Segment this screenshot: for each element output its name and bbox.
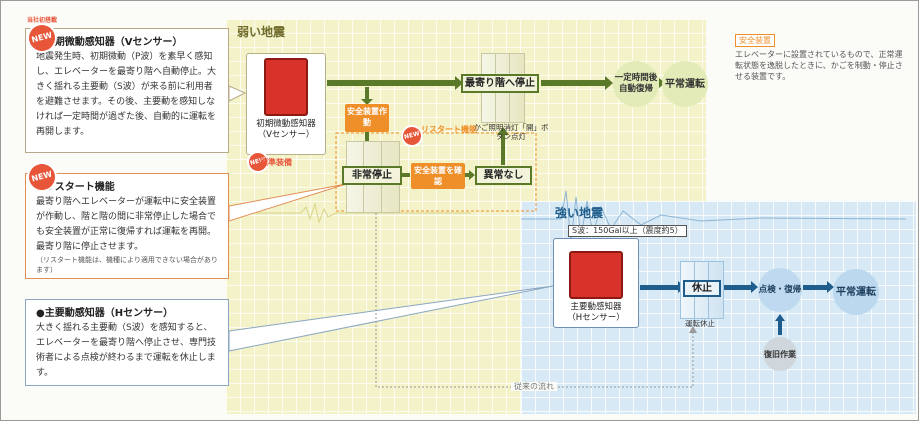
strong-quake-label: 強い地震: [555, 206, 604, 220]
v-sensor-name: 初期微動感知器: [256, 119, 316, 129]
h-sensor-callout: ●主要動感知器（Hセンサー） 大きく揺れる主要動（S波）を感知すると、エレベータ…: [25, 299, 229, 386]
restore-work-circle: 復旧作業: [763, 337, 797, 371]
first-install-tag: 当社初搭載: [27, 17, 58, 24]
car-light-caption: かご照明消灯「開」ボタン点灯: [473, 123, 549, 141]
emergency-stop-box: 非常停止: [342, 166, 402, 185]
standard-equipment-label: 標準装備: [260, 158, 292, 167]
v-sensor-callout: ●初期微動感知器（Vセンサー） 地震発生時、初期微動（P波）を素早く感知し、エレ…: [25, 28, 229, 153]
strong-seismic-wave: [521, 190, 907, 242]
h-sensor-card: 主要動感知器 （Hセンサー）: [553, 238, 639, 328]
v-sensor-card: 初期微動感知器 （Vセンサー）: [246, 53, 326, 155]
weak-quake-label: 弱い地震: [237, 25, 286, 39]
normal-operation-circle: 平常運転: [833, 269, 879, 315]
v-sensor-device-icon: [264, 58, 308, 116]
v-sensor-sub: （Vセンサー）: [257, 130, 315, 140]
s-wave-threshold: S波：150Gal以上（震度約5）: [568, 225, 687, 237]
suspend-caption: 運転休止: [685, 319, 715, 328]
normal-operation-circle: 平常運転: [662, 61, 708, 107]
h-sensor-callout-body: 大きく揺れる主要動（S波）を感知すると、エレベーターを最寄り階へ停止させ、専門技…: [36, 323, 217, 378]
h-sensor-callout-title: ●主要動感知器（Hセンサー）: [36, 308, 174, 319]
h-sensor-device-icon: [569, 251, 623, 299]
safety-device-activated: 安全装置作動: [345, 104, 389, 132]
callout-r-tail: [228, 183, 347, 222]
h-sensor-name: 主要動感知器: [570, 302, 622, 312]
no-abnormality-box: 異常なし: [475, 166, 532, 185]
auto-restore-circle: 一定時間後自動復帰: [613, 61, 659, 107]
traditional-flow-label: 従来の流れ: [511, 382, 557, 391]
callout-v-tail: [228, 85, 247, 102]
restart-region: [335, 132, 537, 212]
restart-function-label: リスタート機能: [421, 125, 477, 134]
v-sensor-callout-body: 地震発生時、初期微動（P波）を素早く感知し、エレベーターを最寄り階へ自動停止。大…: [36, 52, 217, 137]
old-flow-line: [375, 213, 694, 388]
weak-seismic-wave: [226, 202, 471, 224]
v-sensor-callout-title: ●初期微動感知器（Vセンサー）: [36, 37, 183, 48]
suspend-box: 休止: [683, 280, 721, 297]
restart-callout-title: ●リスタート機能: [36, 182, 115, 193]
h-sensor-sub: （Hセンサー）: [567, 313, 625, 323]
inspect-restore-circle: 点検・復帰: [758, 268, 802, 312]
stop-nearest-floor-box: 最寄り階へ停止: [461, 74, 539, 93]
safety-device-tag: 安全装置: [735, 34, 775, 47]
safety-device-note: 安全装置 エレベーターに設置されているもので、正常運転状態を逸脱したときに、かご…: [735, 34, 907, 82]
strong-flow-arrows: [640, 281, 834, 335]
safety-device-desc: エレベーターに設置されているもので、正常運転状態を逸脱したときに、かごを制動・停…: [735, 50, 903, 81]
callout-h-tail: [228, 285, 554, 352]
confirm-safety-device: 安全装置を確認: [411, 163, 465, 189]
restart-callout: ●リスタート機能 最寄り階へエレベーターが運転中に安全装置が作動し、階と階の間に…: [25, 173, 229, 279]
restart-callout-body: 最寄り階へエレベーターが運転中に安全装置が作動し、階と階の間に非常停止した場合で…: [36, 197, 217, 252]
restart-callout-note: （リスタート機能は、機種により適用できない場合があります）: [36, 256, 218, 274]
